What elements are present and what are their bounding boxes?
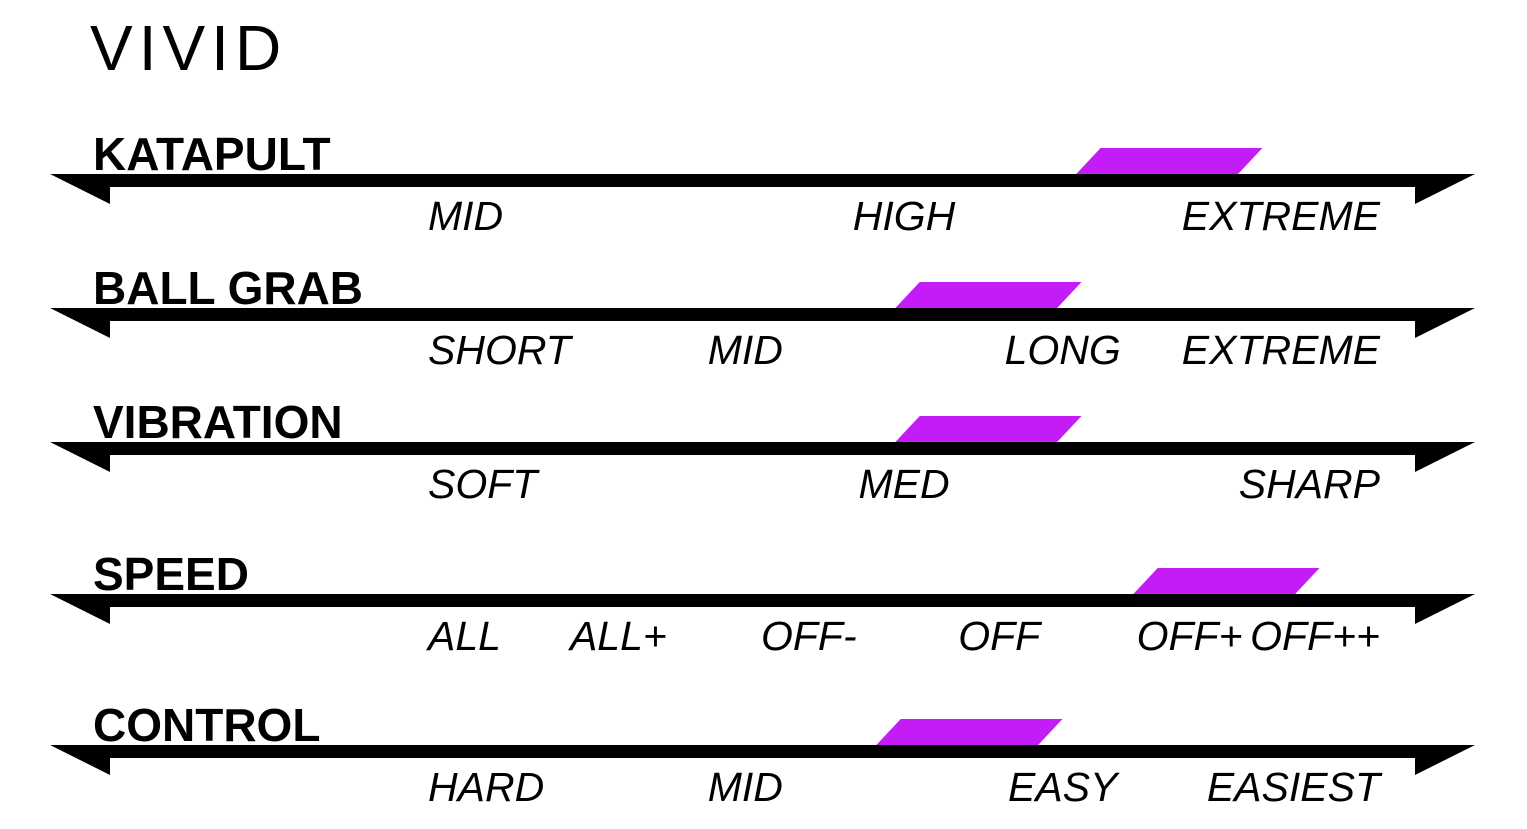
tick-label: ALL: [425, 613, 501, 659]
tick-label: SHARP: [1239, 461, 1381, 507]
rating-bar: [870, 719, 1063, 751]
rating-bar: [889, 416, 1082, 448]
tick-label: EASY: [1008, 764, 1120, 810]
tick-label: HIGH: [853, 193, 956, 239]
tick-label: OFF: [958, 613, 1042, 659]
row-title: BALL GRAB: [93, 262, 363, 314]
row-title: VIBRATION: [93, 396, 343, 448]
rating-bar: [889, 282, 1082, 314]
tick-label: EXTREME: [1182, 193, 1381, 239]
tick-label: LONG: [1005, 327, 1121, 373]
axis-line: [50, 745, 1475, 775]
rating-row: SPEED ALL ALL+ OFF- OFF OFF+OFF++: [50, 548, 1475, 659]
tick-label: OFF-: [761, 613, 857, 659]
rating-rows: KATAPULT MID HIGH EXTREME BALL GRAB SHORT MID L…: [50, 128, 1475, 810]
row-title: SPEED: [93, 548, 249, 600]
brand-logo: VIVID: [90, 12, 287, 84]
rating-row: VIBRATION SOFT MED SHARP: [50, 396, 1475, 507]
row-title: CONTROL: [93, 699, 320, 751]
axis-line: [50, 442, 1475, 472]
tick-label: SOFT: [428, 461, 540, 507]
tick-label: MID: [708, 764, 783, 810]
tick-label: ALL+: [567, 613, 667, 659]
rating-row: KATAPULT MID HIGH EXTREME: [50, 128, 1475, 239]
rating-row: CONTROL HARD MID EASY EASIEST: [50, 699, 1475, 810]
tick-label: MID: [428, 193, 503, 239]
tick-label: MED: [858, 461, 949, 507]
axis-line: [50, 594, 1475, 624]
row-title: KATAPULT: [93, 128, 331, 180]
rating-bar: [1070, 148, 1263, 180]
tick-label: MID: [708, 327, 783, 373]
rating-bar: [1127, 568, 1320, 600]
tick-label: EASIEST: [1207, 764, 1383, 810]
rating-row: BALL GRAB SHORT MID LONG EXTREME: [50, 262, 1475, 373]
axis-line: [50, 174, 1475, 204]
tick-label: OFF+: [1137, 613, 1243, 659]
axis-line: [50, 308, 1475, 338]
tick-label: EXTREME: [1182, 327, 1381, 373]
tick-label: SHORT: [428, 327, 574, 373]
tick-label: HARD: [428, 764, 544, 810]
tick-label: OFF++: [1250, 613, 1380, 659]
